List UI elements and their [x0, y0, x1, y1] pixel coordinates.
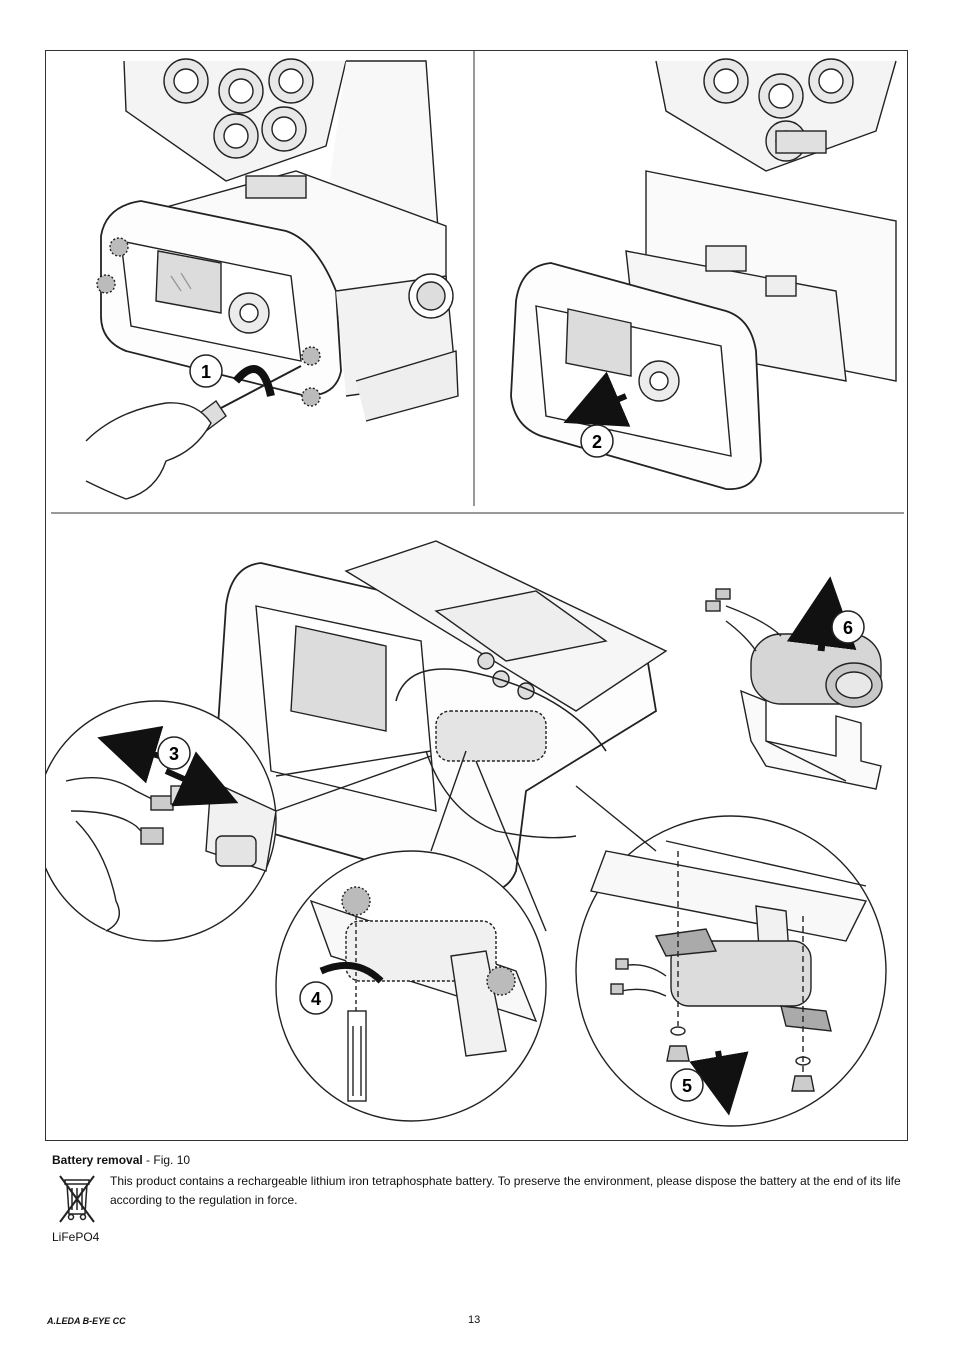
battery-chemistry-label: LiFePO4 — [52, 1230, 100, 1244]
step-2-callout: 2 — [580, 424, 614, 458]
caption-title: Battery removal — [52, 1153, 143, 1167]
battery-removal-figure: 1 — [45, 50, 908, 1141]
step-5-callout: 5 — [670, 1068, 704, 1102]
step-3-callout: 3 — [157, 736, 191, 770]
lens-cluster — [163, 58, 314, 159]
svg-text:4: 4 — [311, 989, 321, 1009]
drawer-assembly — [213, 540, 668, 893]
panel-step-2 — [510, 58, 897, 490]
figure-caption: Battery removal - Fig. 10 — [52, 1153, 190, 1167]
step-1-callout: 1 — [189, 354, 223, 388]
svg-text:5: 5 — [682, 1076, 692, 1096]
svg-text:1: 1 — [201, 362, 211, 382]
figure-drawing: 1 — [46, 51, 904, 1127]
battery-and-bracket — [705, 576, 883, 790]
battery-disposal-notice: This product contains a rechargeable lit… — [110, 1174, 901, 1207]
detail-step-4 — [275, 750, 547, 1122]
step-4-callout: 4 — [299, 981, 333, 1015]
caption-figure-ref: - Fig. 10 — [142, 1153, 191, 1167]
svg-text:3: 3 — [169, 744, 179, 764]
detail-step-3 — [46, 700, 432, 942]
detail-step-5 — [575, 785, 887, 1127]
footer-product-name: A.LEDA B-EYE CC — [47, 1316, 126, 1326]
svg-text:6: 6 — [843, 618, 853, 638]
step-6-callout: 6 — [831, 610, 865, 644]
crossed-out-wheelie-bin-icon — [50, 1172, 104, 1228]
page-number: 13 — [468, 1314, 481, 1326]
panel-step-1 — [85, 58, 459, 500]
svg-text:2: 2 — [592, 432, 602, 452]
